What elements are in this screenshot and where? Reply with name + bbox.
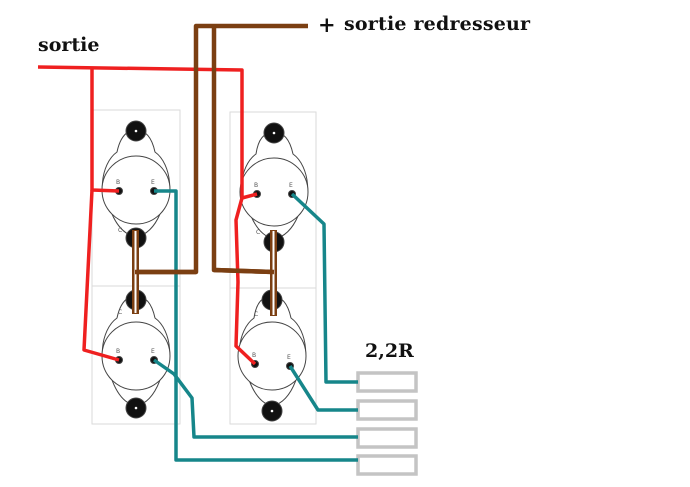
resistor-r3 <box>356 427 418 449</box>
pin-label-b-2: B <box>254 182 258 189</box>
case-label-c-1: C <box>118 227 122 234</box>
resistor-r2 <box>356 399 418 421</box>
case-label-c-3: C <box>118 309 122 316</box>
case-label-c-4: C <box>254 311 258 318</box>
emitter-wire-t2 <box>290 192 358 384</box>
pin-label-b-3: B <box>116 348 120 355</box>
emitter-wire-t3 <box>152 358 358 439</box>
plus-sign: + <box>318 12 336 37</box>
output-wire-t4 <box>234 197 257 366</box>
emitter-wire-t4 <box>288 365 358 412</box>
output-wire-t3 <box>82 189 120 362</box>
pin-label-e-2: E <box>289 182 293 189</box>
pin-label-e-3: E <box>151 348 155 355</box>
output-bus-main <box>37 65 258 200</box>
resistor-bank <box>356 371 418 476</box>
to3-body-2 <box>239 157 309 227</box>
output-label: sortie <box>38 34 100 56</box>
pin-label-b-1: B <box>116 179 120 186</box>
to3-body-4 <box>237 321 307 391</box>
case-label-c-2: C <box>256 229 260 236</box>
pin-label-e-4: E <box>287 354 291 361</box>
resistor-r4 <box>356 454 418 476</box>
pin-label-e-1: E <box>151 179 155 186</box>
transistor-t1: B E C <box>101 120 171 249</box>
transistor-t3: B E C <box>101 289 171 419</box>
resistor-r1 <box>356 371 418 393</box>
to3-body-3 <box>101 321 171 391</box>
pin-label-b-4: B <box>252 352 256 359</box>
emitter-wires <box>152 189 358 462</box>
collector-links <box>132 230 277 316</box>
output-wires <box>37 65 258 366</box>
rectifier-output-label: sortie redresseur <box>344 13 531 35</box>
transistor-t2: B E C <box>239 122 309 253</box>
emitter-wire-t1 <box>154 189 358 462</box>
resistor-value-label: 2,2R <box>365 340 414 362</box>
